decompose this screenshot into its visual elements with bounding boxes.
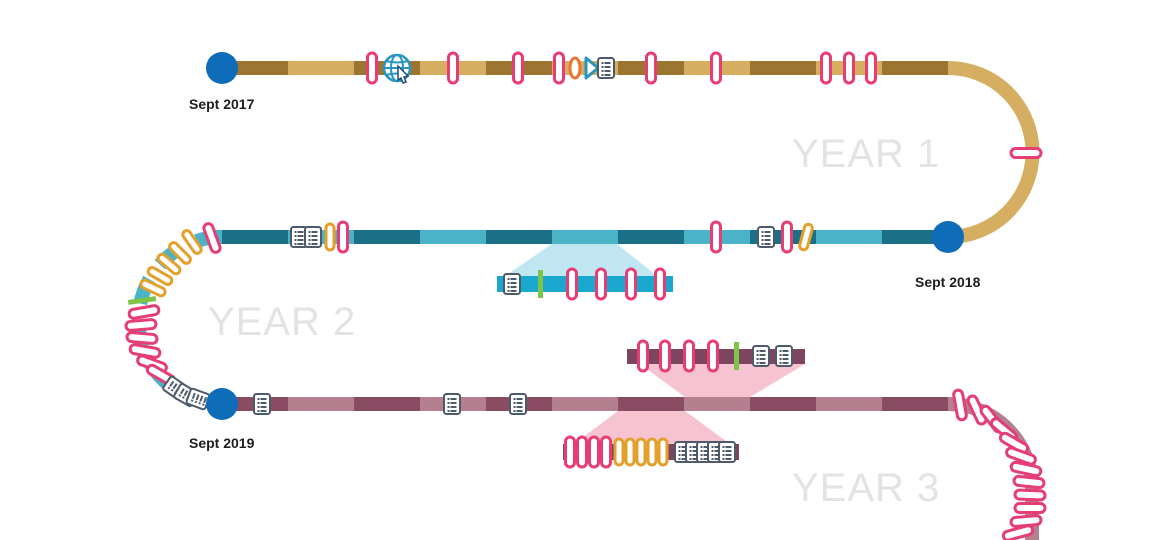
year-2-label: YEAR 2	[208, 300, 357, 344]
milestone-dot-2019	[206, 388, 238, 420]
milestone-dot-2017	[206, 52, 238, 84]
year-3-curve-markers	[951, 387, 1047, 540]
milestone-label-2018: Sept 2018	[915, 274, 981, 290]
year-3-label: YEAR 3	[792, 466, 941, 510]
milestone-label-2017: Sept 2017	[189, 96, 255, 112]
document-icon	[718, 441, 736, 463]
document-icon	[253, 393, 271, 415]
year-3-zoom-top	[627, 339, 805, 397]
document-icon	[757, 226, 775, 248]
document-icon	[752, 345, 770, 367]
milestone-label-2019: Sept 2019	[189, 435, 255, 451]
year-3-zoom-bottom	[563, 411, 739, 469]
year-2-zoom	[497, 244, 673, 301]
document-icon	[509, 393, 527, 415]
milestone-dot-2018	[932, 221, 964, 253]
year-2-curve-markers	[124, 220, 223, 411]
document-icon	[597, 57, 615, 79]
year-1-markers	[366, 51, 1043, 159]
document-icon	[503, 273, 521, 295]
triangle-icon	[584, 56, 600, 80]
document-icon	[775, 345, 793, 367]
globe-icon	[382, 53, 412, 84]
year-1-label: YEAR 1	[792, 132, 941, 176]
document-icon	[443, 393, 461, 415]
document-icon	[304, 226, 322, 248]
